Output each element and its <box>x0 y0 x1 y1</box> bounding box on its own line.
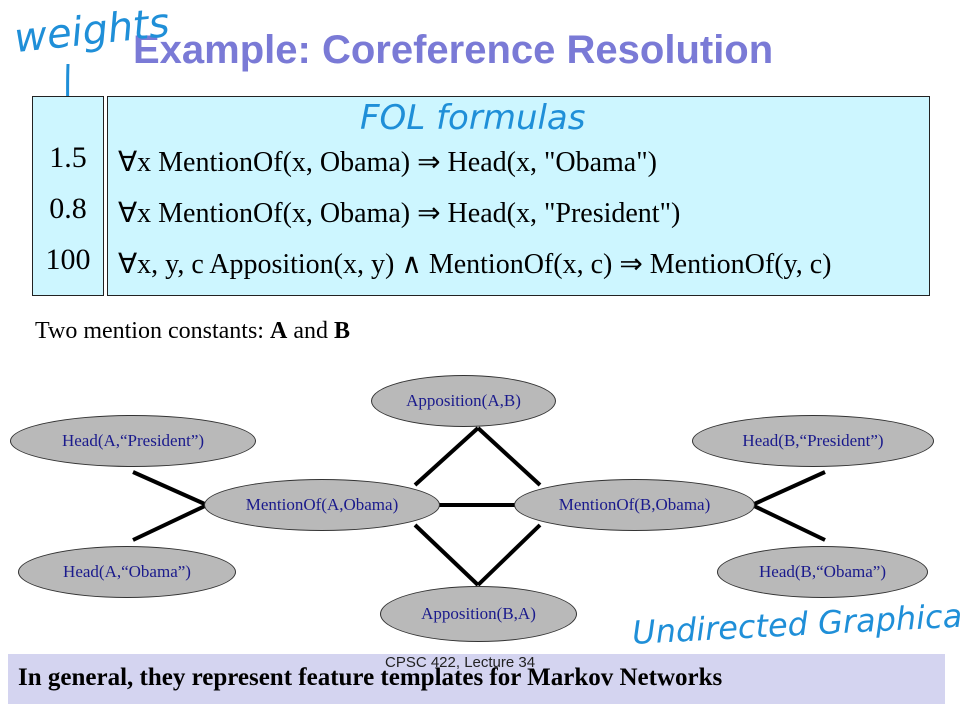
weight-value: 100 <box>45 243 91 276</box>
fol-formulas-annotation: FOL formulas <box>360 98 586 138</box>
weights-box <box>32 96 104 296</box>
node-apposition-ab: Apposition(A,B) <box>371 375 556 427</box>
constant-b: B <box>333 318 350 344</box>
edge <box>751 503 826 542</box>
edge <box>413 523 480 587</box>
node-apposition-ba: Apposition(B,A) <box>380 586 577 642</box>
footer-bar <box>8 654 945 704</box>
node-head-b-president: Head(B,“President”) <box>692 415 934 467</box>
formulas-box <box>107 96 930 296</box>
footer-statement: In general, they represent feature templ… <box>18 664 723 691</box>
slide-title: Example: Coreference Resolution <box>133 28 774 72</box>
node-mentionof-a-obama: MentionOf(A,Obama) <box>204 479 440 531</box>
constants-and: and <box>293 318 328 344</box>
formula: ∀x MentionOf(x, Obama) ⇒ Head(x, "Obama"… <box>118 147 657 178</box>
weight-value: 0.8 <box>49 192 87 225</box>
node-mentionof-b-obama: MentionOf(B,Obama) <box>514 479 755 531</box>
edge <box>476 426 542 487</box>
node-head-b-obama: Head(B,“Obama”) <box>717 546 928 598</box>
constants-prefix: Two mention constants: <box>35 318 264 344</box>
formula: ∀x MentionOf(x, Obama) ⇒ Head(x, "Presid… <box>118 198 681 229</box>
edge <box>751 470 826 507</box>
edge <box>413 426 480 487</box>
weight-value: 1.5 <box>49 141 87 174</box>
edge <box>132 470 208 507</box>
node-head-a-obama: Head(A,“Obama”) <box>18 546 236 598</box>
node-head-a-president: Head(A,“President”) <box>10 415 256 467</box>
edge <box>476 523 542 587</box>
lecture-label: CPSC 422, Lecture 34 <box>385 654 536 671</box>
constants-line: Two mention constants: A and B <box>35 318 350 345</box>
formula: ∀x, y, c Apposition(x, y) ∧ MentionOf(x,… <box>118 249 832 280</box>
constant-a: A <box>269 318 288 344</box>
edge <box>132 503 208 542</box>
